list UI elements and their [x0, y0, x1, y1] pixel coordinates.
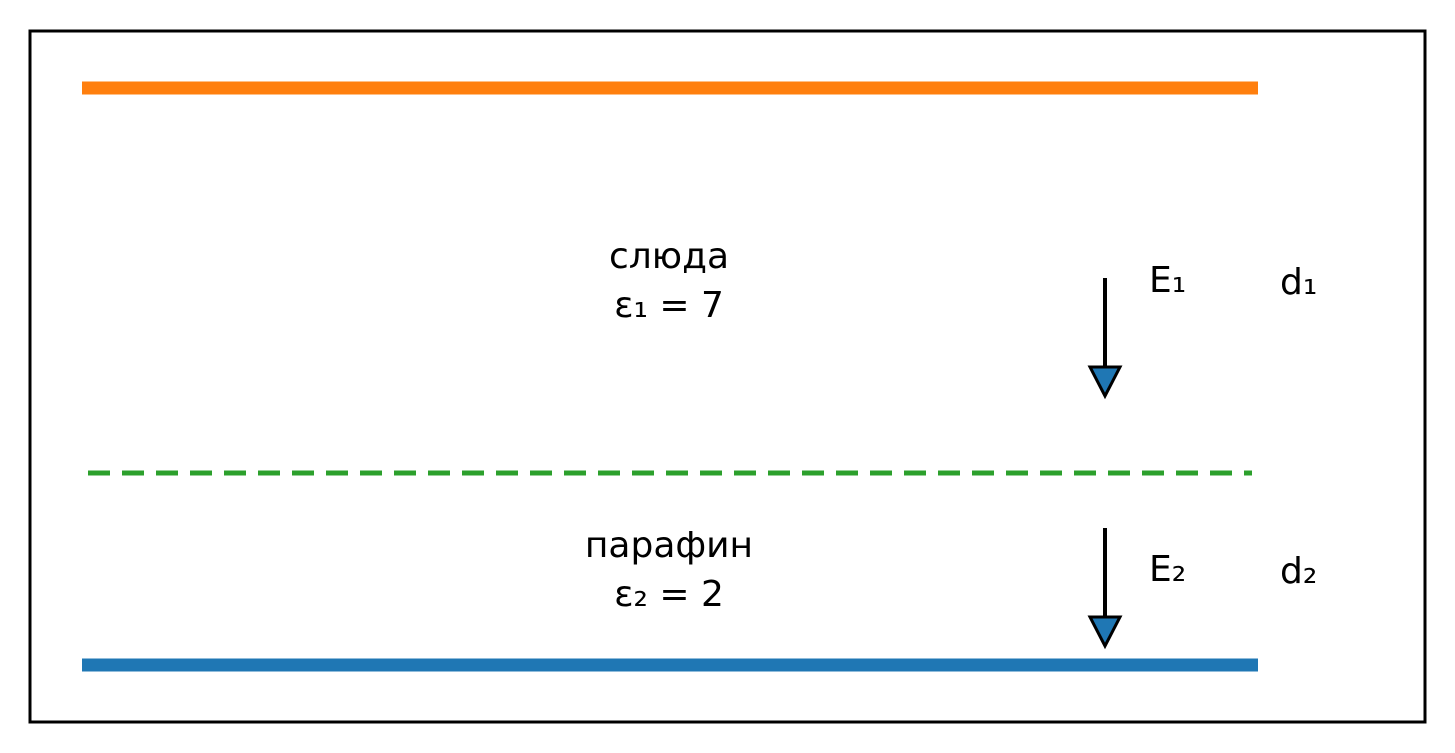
layer-1-permittivity: ε₁ = 7 — [614, 285, 724, 326]
thickness-label-1: d₁ — [1280, 262, 1317, 303]
layer-2-material: парафин — [585, 525, 753, 566]
field-arrow-1 — [1087, 278, 1123, 400]
layer-2-permittivity: ε₂ = 2 — [614, 574, 724, 615]
field-label-2: E₂ — [1149, 549, 1186, 590]
thickness-label-2: d₂ — [1280, 551, 1317, 592]
field-label-1: E₁ — [1149, 260, 1186, 301]
field-arrow-2 — [1087, 528, 1123, 650]
layer-1-material: слюда — [609, 236, 729, 277]
diagram-frame — [28, 29, 1427, 724]
